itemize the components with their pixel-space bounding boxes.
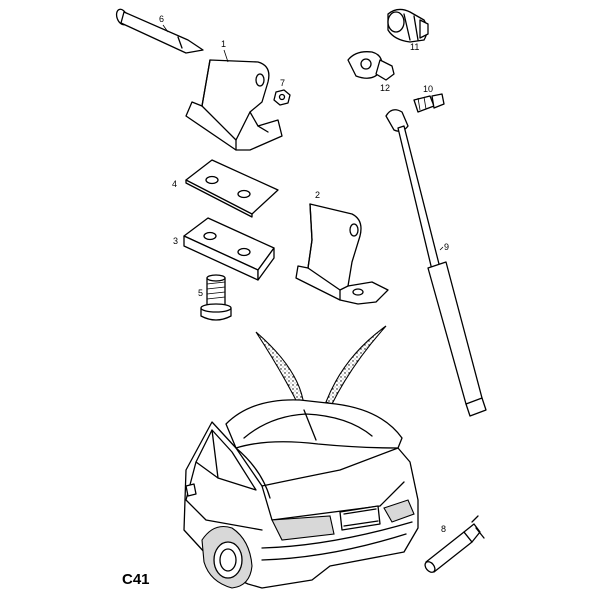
- part-11-grommet: [387, 8, 429, 43]
- part-10-screw: [413, 93, 445, 113]
- part-7-nut: [273, 89, 291, 106]
- callout-4: 4: [172, 179, 177, 189]
- part-4-shim-plate: [185, 159, 279, 218]
- callout-5: 5: [198, 288, 203, 298]
- callout-3: 3: [173, 236, 178, 246]
- part-5-bolt: [200, 274, 232, 321]
- part-1-upper-hinge-bracket: [185, 59, 283, 151]
- callout-11: 11: [410, 42, 419, 52]
- part-9-gas-strut: [385, 109, 487, 417]
- callout-8: 8: [441, 524, 446, 534]
- callout-10: 10: [423, 84, 433, 94]
- callout-6: 6: [159, 14, 164, 24]
- part-8-fixing-pin: [424, 515, 485, 573]
- callout-7: 7: [280, 78, 285, 88]
- callout-9: 9: [444, 242, 449, 252]
- callout-12: 12: [380, 83, 390, 93]
- diagram-code: C41: [122, 571, 150, 588]
- boot-lid-opening: [255, 331, 305, 409]
- callout-1: 1: [221, 39, 226, 49]
- part-6-hinge-pin: [115, 8, 204, 54]
- part-3-reinforcement-plate: [183, 217, 275, 281]
- vehicle-rear-view: [183, 325, 419, 589]
- part-2-lower-hinge-bracket: [295, 203, 389, 305]
- part-12-ball-stud: [347, 51, 395, 81]
- callout-2: 2: [315, 190, 320, 200]
